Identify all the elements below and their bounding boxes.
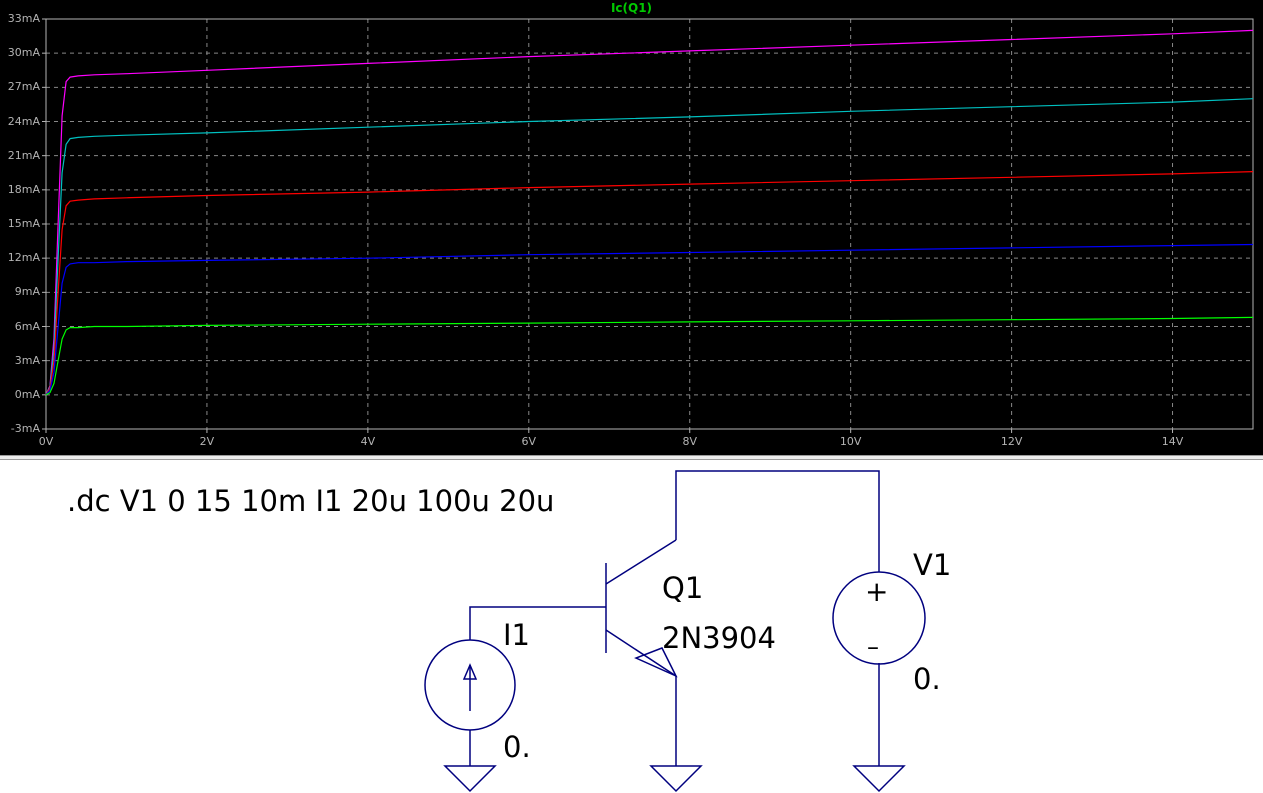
trace-ic-q1-step-5[interactable] xyxy=(45,316,1254,396)
y-tick-label: 12mA xyxy=(7,251,40,265)
trace-ic-q1-step-1[interactable] xyxy=(45,29,1254,396)
ground-symbol-v1[interactable] xyxy=(852,765,906,793)
waveform-plot[interactable] xyxy=(0,0,1263,455)
v1-name-label[interactable]: V1 xyxy=(913,548,952,582)
ground-symbol-q1[interactable] xyxy=(649,765,703,793)
i1-value-label[interactable]: 0. xyxy=(503,730,531,764)
trace-ic-q1-step-4[interactable] xyxy=(45,243,1254,396)
schematic-drawing xyxy=(424,470,926,793)
current-source-i1-symbol[interactable] xyxy=(424,639,516,731)
waveform-viewer[interactable]: Ic(Q1) 33mA 30mA 27mA 24mA 21mA 18mA 15mA 12mA 9… xyxy=(0,0,1263,455)
transistor-q1-symbol[interactable] xyxy=(605,539,678,678)
x-tick-label: 6V xyxy=(521,435,537,448)
x-tick-label: 4V xyxy=(360,435,376,448)
y-tick-label: -3mA xyxy=(10,422,40,435)
y-tick-label: 24mA xyxy=(7,114,40,128)
x-tick-label: 2V xyxy=(199,435,215,448)
pane-splitter[interactable] xyxy=(0,455,1263,460)
y-tick-label: 6mA xyxy=(14,319,40,333)
v1-value-label[interactable]: 0. xyxy=(913,662,941,696)
dc-sweep-directive[interactable]: .dc V1 0 15 10m I1 20u 100u 20u xyxy=(67,484,555,518)
x-tick-label: 10V xyxy=(839,435,862,448)
y-tick-label: 15mA xyxy=(7,217,40,230)
y-tick-label: 3mA xyxy=(14,353,40,367)
i1-name-label[interactable]: I1 xyxy=(503,618,531,652)
x-tick-label: 8V xyxy=(682,435,697,448)
y-tick-label: 9mA xyxy=(14,285,40,299)
schematic-editor[interactable]: .dc V1 0 15 10m I1 20u 100u 20u Q1 2N390… xyxy=(0,460,1263,793)
wire-collector[interactable] xyxy=(675,470,880,572)
q1-model-label[interactable]: 2N3904 xyxy=(662,621,776,655)
voltage-source-v1-symbol[interactable] xyxy=(832,571,926,665)
y-tick-label: 27mA xyxy=(7,80,40,94)
x-tick-label: 14V xyxy=(1161,435,1184,448)
y-tick-label: 18mA xyxy=(7,182,40,196)
trace-ic-q1-step-2[interactable] xyxy=(45,98,1254,396)
wire-base[interactable] xyxy=(469,606,606,640)
y-tick-label: 21mA xyxy=(7,148,40,162)
v1-minus-sign: – xyxy=(867,633,879,661)
x-tick-label: 0V xyxy=(38,435,54,448)
trace-ic-q1-step-3[interactable] xyxy=(45,171,1254,396)
y-tick-label: 33mA xyxy=(7,12,40,25)
x-tick-label: 12V xyxy=(1000,435,1023,448)
q1-name-label[interactable]: Q1 xyxy=(662,571,704,605)
y-tick-label: 30mA xyxy=(7,46,40,60)
y-tick-label: 0mA xyxy=(14,387,40,401)
grid-lines xyxy=(46,19,1253,429)
tick-marks xyxy=(42,18,1174,433)
ground-symbol-i1[interactable] xyxy=(443,765,497,793)
v1-plus-sign: + xyxy=(865,575,889,608)
trace-title[interactable]: Ic(Q1) xyxy=(610,1,653,15)
traces xyxy=(45,29,1254,396)
